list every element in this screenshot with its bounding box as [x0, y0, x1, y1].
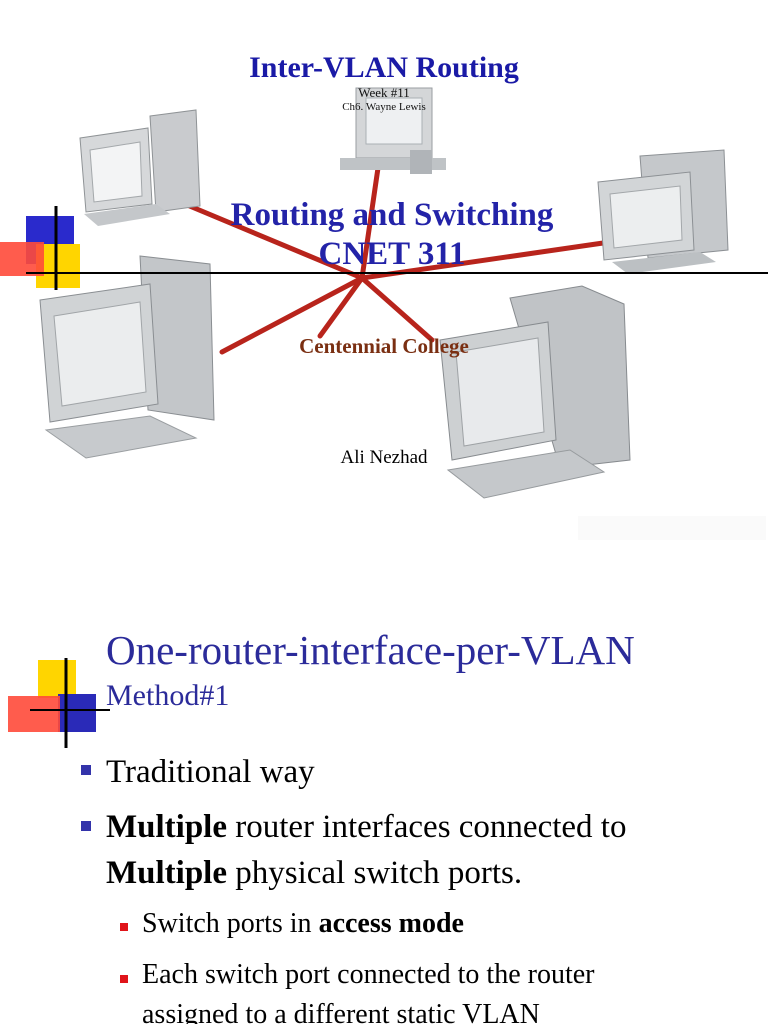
computer-left: [39, 255, 215, 459]
chapter-label: Ch6. Wayne Lewis: [342, 101, 426, 113]
decorative-squares: [8, 658, 110, 748]
bullet-multiple-interfaces-line2: Multiple physical switch ports.: [106, 855, 523, 891]
week-label: Week #11: [358, 85, 410, 100]
course-code: CNET 311: [318, 236, 466, 272]
computer-top: [340, 87, 446, 174]
sub-bullet-icon: [120, 975, 128, 983]
college-name: Centennial College: [299, 334, 469, 358]
network-thumbnail: [578, 516, 766, 540]
bullet-icon: [81, 765, 91, 775]
course-title: Routing and Switching CNET 311: [0, 196, 768, 274]
computer-right: [597, 149, 729, 274]
bullet-traditional-way: Traditional way: [106, 754, 315, 790]
title-slide: Inter-VLAN Routing Week #11 Ch6. Wayne L…: [0, 51, 768, 540]
sub-bullet-access-mode: Switch ports in access mode: [142, 908, 464, 939]
computer-top-left: [79, 109, 201, 226]
sub-bullet-static-vlan-line1: Each switch port connected to the router: [142, 959, 595, 990]
emphasis-multiple: Multiple: [106, 855, 227, 891]
bullet-icon: [81, 821, 91, 831]
sub-bullet-static-vlan-line2: assigned to a different static VLAN: [142, 999, 540, 1024]
course-name: Routing and Switching: [230, 197, 554, 233]
computer-bottom: [439, 285, 631, 499]
network-illustration: [0, 87, 768, 499]
slide-title: One-router-interface-per-VLAN: [106, 627, 635, 673]
slide-subtitle: Method#1: [106, 679, 230, 712]
presentation-title: Inter-VLAN Routing: [249, 51, 519, 84]
emphasis-multiple: Multiple: [106, 809, 227, 845]
bullet-multiple-interfaces-line1: Multiple router interfaces connected to: [106, 809, 627, 845]
sub-bullet-icon: [120, 923, 128, 931]
emphasis-access-mode: access mode: [318, 908, 464, 939]
decorative-squares: [0, 206, 768, 290]
content-slide: One-router-interface-per-VLAN Method#1 T…: [0, 612, 768, 1024]
author-name: Ali Nezhad: [340, 447, 428, 468]
